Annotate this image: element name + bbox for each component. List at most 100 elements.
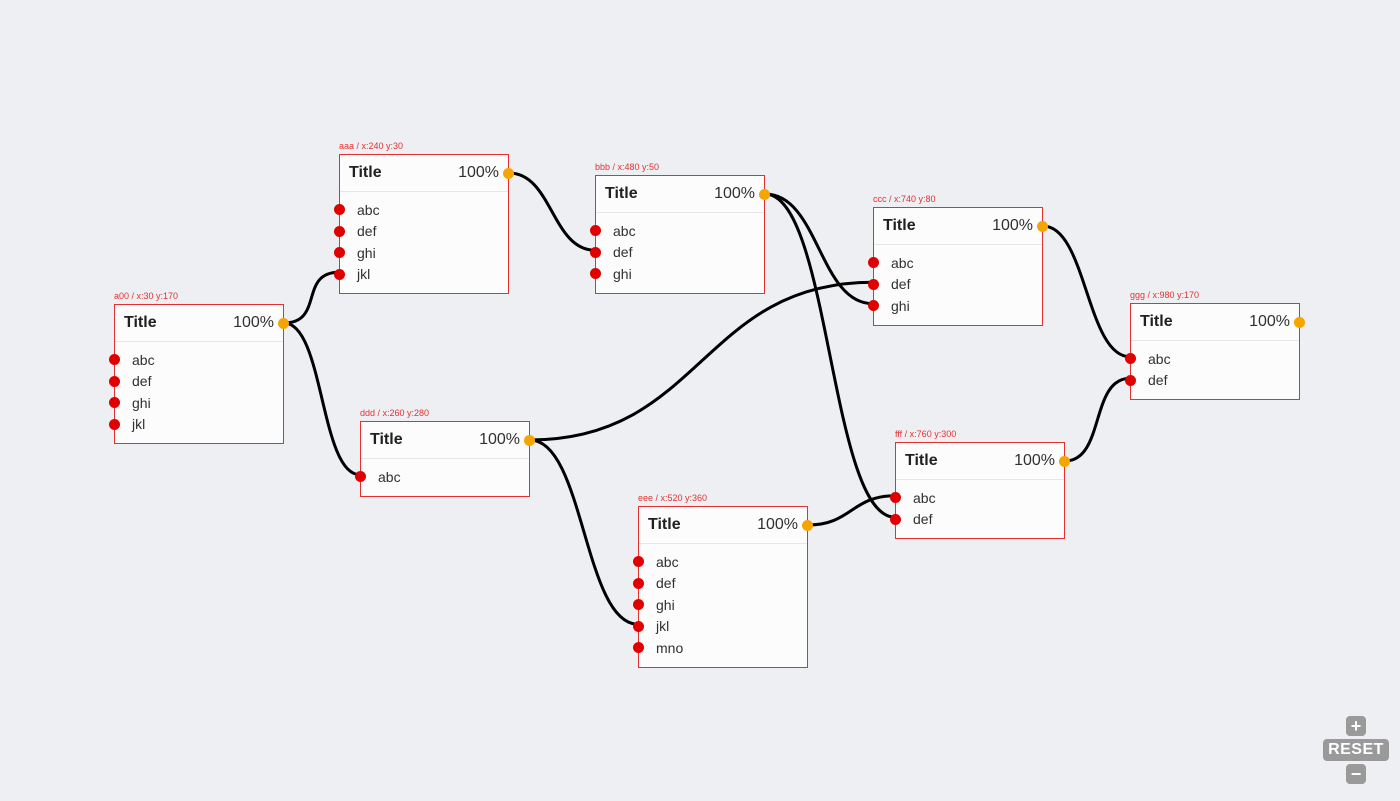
zoom-controls: + RESET −: [1323, 716, 1389, 784]
node-header[interactable]: Title 100%: [874, 208, 1048, 245]
node-label-aaa: aaa / x:240 y:30: [339, 141, 404, 151]
input-port[interactable]: [890, 492, 901, 503]
input-row-abc: abc: [109, 349, 283, 371]
input-row-abc: abc: [890, 487, 1064, 509]
output-port[interactable]: [802, 519, 813, 531]
input-row-def: def: [109, 371, 283, 393]
input-port[interactable]: [633, 556, 644, 567]
input-port[interactable]: [590, 246, 601, 258]
node-body: abc def: [1125, 341, 1299, 399]
input-label: mno: [656, 639, 684, 656]
input-label: def: [132, 373, 152, 390]
input-port[interactable]: [1125, 374, 1136, 386]
input-port[interactable]: [334, 268, 345, 280]
input-port[interactable]: [868, 257, 879, 268]
input-port[interactable]: [633, 577, 644, 589]
input-port[interactable]: [355, 471, 366, 482]
input-label: jkl: [132, 416, 146, 433]
input-label: ghi: [132, 394, 151, 411]
input-label: def: [357, 223, 377, 240]
connection-a00-aaa-jkl: [283, 270, 340, 325]
input-port[interactable]: [1125, 353, 1136, 364]
input-label: def: [891, 276, 911, 293]
node-ccc[interactable]: Title 100% abc def ghi: [868, 207, 1048, 326]
input-port[interactable]: [334, 225, 345, 237]
connection-a00-ddd-abc: [283, 321, 361, 477]
input-port[interactable]: [633, 599, 644, 610]
output-port[interactable]: [759, 188, 770, 200]
input-row-def: def: [868, 274, 1042, 296]
input-port[interactable]: [868, 300, 879, 311]
input-label: abc: [913, 489, 936, 506]
input-port[interactable]: [109, 375, 120, 387]
output-port[interactable]: [503, 167, 514, 179]
input-row-abc: abc: [868, 252, 1042, 274]
node-body: abc def ghi jkl: [109, 342, 283, 443]
node-a00[interactable]: Title 100% abc def ghi jkl: [109, 304, 289, 444]
node-header[interactable]: Title 100%: [115, 305, 289, 342]
input-label: jkl: [357, 266, 371, 283]
node-title: Title: [648, 516, 681, 533]
input-port[interactable]: [334, 204, 345, 215]
input-port[interactable]: [633, 620, 644, 632]
input-row-jkl: jkl: [633, 616, 807, 638]
node-ggg[interactable]: Title 100% abc def: [1125, 303, 1305, 400]
input-port[interactable]: [633, 642, 644, 653]
node-header[interactable]: Title 100%: [340, 155, 514, 192]
output-port[interactable]: [1294, 316, 1305, 328]
connection-eee-fff-abc: [807, 494, 896, 527]
input-label: def: [613, 244, 633, 261]
zoom-out-button[interactable]: −: [1346, 764, 1366, 784]
input-port[interactable]: [109, 397, 120, 408]
input-label: def: [1148, 372, 1168, 389]
input-row-jkl: jkl: [334, 264, 508, 286]
reset-button[interactable]: RESET: [1323, 739, 1389, 761]
input-port[interactable]: [890, 513, 901, 525]
node-value: 100%: [992, 217, 1033, 234]
connection-ddd-eee-jkl: [529, 438, 639, 626]
node-header[interactable]: Title 100%: [1131, 304, 1305, 341]
input-port[interactable]: [868, 278, 879, 290]
input-port[interactable]: [334, 247, 345, 258]
node-title: Title: [883, 217, 916, 234]
output-port[interactable]: [524, 434, 535, 446]
output-port[interactable]: [1059, 455, 1070, 467]
output-port[interactable]: [1037, 220, 1048, 232]
node-title: Title: [124, 314, 157, 331]
connection-ccc-ggg-abc: [1042, 224, 1131, 359]
input-port[interactable]: [590, 268, 601, 279]
input-port[interactable]: [109, 418, 120, 430]
zoom-in-button[interactable]: +: [1346, 716, 1366, 736]
node-label-bbb: bbb / x:480 y:50: [595, 162, 660, 172]
node-value: 100%: [233, 314, 274, 331]
node-value: 100%: [458, 164, 499, 181]
node-title: Title: [905, 452, 938, 469]
node-title: Title: [1140, 313, 1173, 330]
node-label-ddd: ddd / x:260 y:280: [360, 408, 430, 418]
input-label: ghi: [613, 265, 632, 282]
output-port[interactable]: [278, 317, 289, 329]
input-row-def: def: [633, 573, 807, 595]
node-value: 100%: [1249, 313, 1290, 330]
input-label: abc: [378, 468, 401, 485]
input-port[interactable]: [590, 225, 601, 236]
node-body: abc: [355, 459, 529, 496]
input-row-ghi: ghi: [334, 242, 508, 264]
input-port[interactable]: [109, 354, 120, 365]
node-title: Title: [349, 164, 382, 181]
input-label: def: [656, 575, 676, 592]
input-label: ghi: [891, 297, 910, 314]
input-label: abc: [1148, 350, 1171, 367]
node-title: Title: [370, 431, 403, 448]
